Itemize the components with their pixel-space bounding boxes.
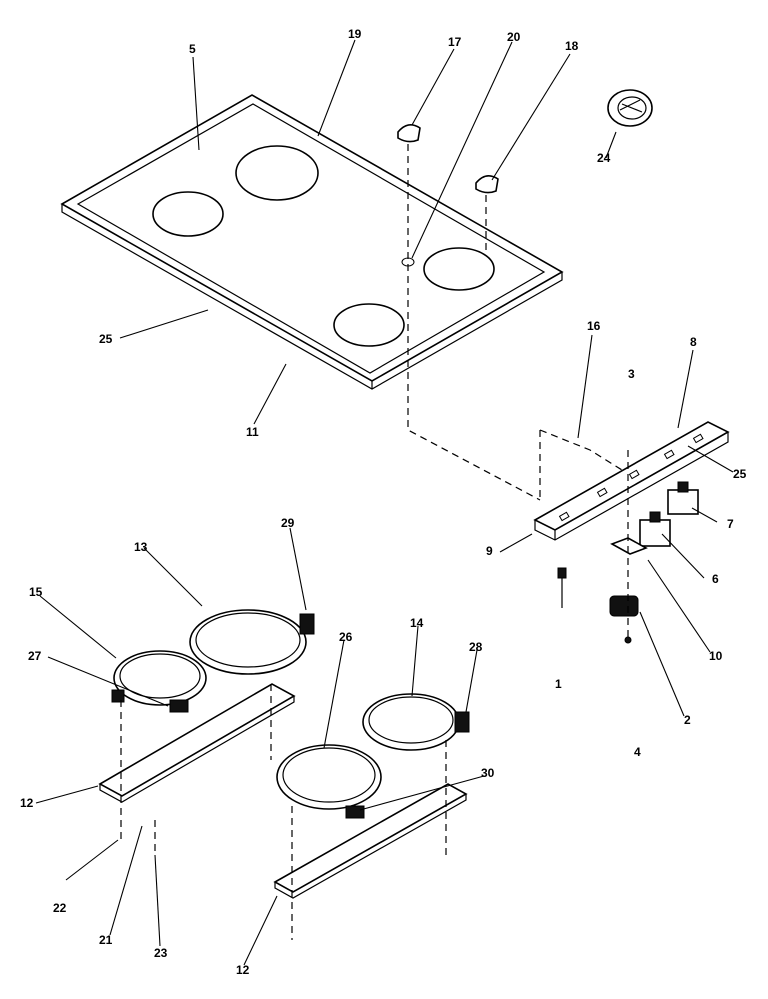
burner-circle-left [152,191,224,237]
bracket-12-right [273,783,468,899]
callout-7: 7 [727,517,734,531]
bracket-12-left [98,683,296,803]
callout-17: 17 [448,35,462,49]
callout-21: 21 [99,933,113,947]
part-18-clip [475,175,499,194]
callout-4: 4 [634,745,641,759]
callout-16: 16 [587,319,601,333]
callout-24: 24 [597,151,611,165]
leader-lines [35,39,734,966]
callout-8a: 8 [690,335,697,349]
part-2-connector [609,595,639,617]
callout-6: 6 [712,572,719,586]
callout-2: 2 [684,713,691,727]
element-14 [362,693,470,751]
switch-6 [639,511,671,547]
element-26 [276,744,382,819]
callout-26: 26 [339,630,353,644]
callout-1: 1 [555,677,562,691]
callout-12a: 12 [20,796,34,810]
callout-12b: 12 [236,963,250,977]
part-24-knob [607,89,653,127]
callout-29: 29 [281,516,295,530]
callout-20: 20 [507,30,521,44]
element-13 [189,609,315,675]
element-15 [111,650,207,713]
callout-27: 27 [28,649,42,663]
part-1-screw [557,567,567,608]
burner-circle-large [235,145,319,201]
callout-13: 13 [134,540,148,554]
control-bracket [533,421,730,541]
callout-25a: 25 [99,332,113,346]
burner-circle-front [333,303,405,347]
callout-14: 14 [410,616,424,630]
callout-23: 23 [154,946,168,960]
callout-3: 3 [628,367,635,381]
callout-15: 15 [29,585,43,599]
callout-19: 19 [348,27,362,41]
callout-22: 22 [53,901,67,915]
part-10-plate [610,537,648,555]
callout-5: 5 [189,42,196,56]
callout-28: 28 [469,640,483,654]
callout-9: 9 [486,544,493,558]
callout-25b: 25 [733,467,747,481]
burner-circle-right [423,247,495,291]
callout-30: 30 [481,766,495,780]
callout-18: 18 [565,39,579,53]
part-17-clip [397,124,421,143]
callout-10: 10 [709,649,723,663]
switch-7 [667,481,699,515]
cooktop-glass-top [60,94,564,390]
callout-11: 11 [246,425,259,439]
